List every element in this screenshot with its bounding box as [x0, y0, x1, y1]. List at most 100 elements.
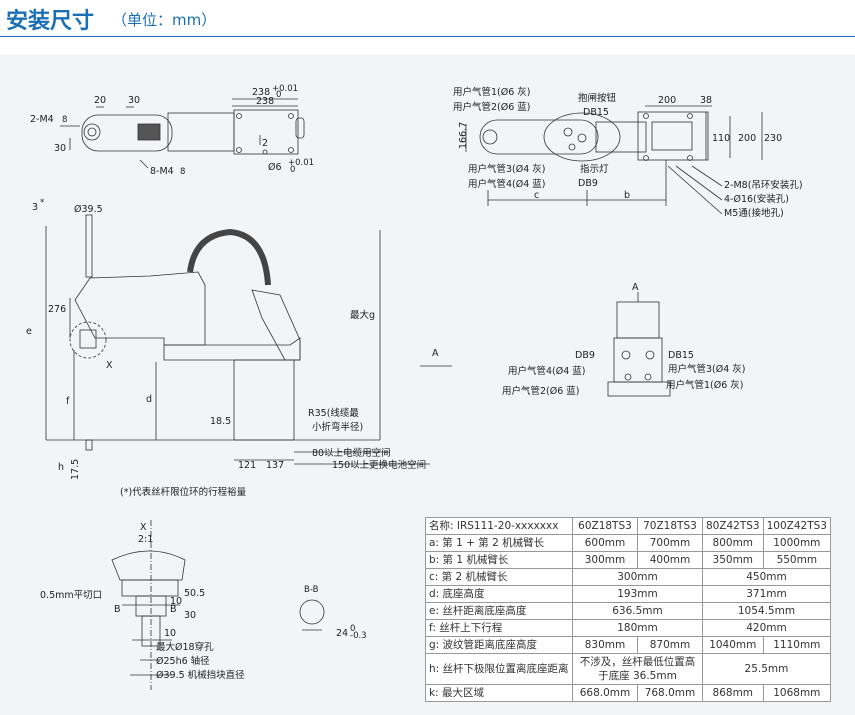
lbl-m5: M5通(接地孔)	[724, 207, 784, 219]
table-row: k: 最大区域 668.0mm 768.0mm 868mm 1068mm	[425, 684, 832, 702]
table-cell: 868mm	[701, 684, 764, 702]
lbl-d25: Ø25h6 轴径	[156, 655, 210, 667]
row-name: g: 波纹管距离底座高度	[425, 636, 573, 654]
header-rule	[0, 36, 855, 37]
lbl-f: f	[66, 396, 70, 407]
lbl-238-tol-low: 0	[276, 90, 281, 100]
table-cell: 550mm	[762, 551, 832, 569]
lbl-a-db15: DB15	[668, 350, 694, 361]
table-cell: 不涉及，丝杆最低位置高于底座 36.5mm	[572, 653, 703, 685]
lbl-c: c	[534, 190, 539, 201]
lbl-pipe2: 用户气管2(Ø6 蓝)	[453, 101, 531, 113]
lbl-a-arrow: A	[432, 348, 439, 359]
lbl-a-db9: DB9	[575, 350, 595, 361]
lbl-276: 276	[48, 304, 66, 315]
table-row: e: 丝杆距离底座高度 636.5mm 1054.5mm	[425, 602, 832, 620]
table-row: c: 第 2 机械臂长 300mm 450mm	[425, 568, 832, 586]
bb-section	[299, 599, 325, 631]
lbl-r35-line1: R35(线缆最	[308, 407, 359, 419]
lbl-238: 238	[256, 96, 274, 107]
lbl-121: 121	[238, 460, 256, 471]
robot-a-view	[607, 292, 671, 397]
lbl-b: b	[624, 190, 630, 201]
lbl-cut: 0.5mm平切口	[40, 590, 102, 601]
page-title: 安装尺寸	[6, 9, 95, 34]
table-header-cell: 60Z18TS3	[572, 517, 638, 535]
table-cell: 25.5mm	[701, 653, 832, 685]
lbl-238-tol-up: +0.01	[272, 84, 298, 94]
table-header-cell: 80Z42TS3	[701, 517, 764, 535]
lbl-166: 166.7	[458, 122, 469, 149]
lbl-max-g: 最大g	[350, 309, 375, 321]
lbl-137: 137	[266, 460, 284, 471]
table-cell: 1110mm	[762, 636, 832, 654]
table-cell: 636.5mm	[572, 602, 703, 620]
lbl-8m4-depth: 8	[180, 167, 185, 177]
row-name: f: 丝杆上下行程	[425, 619, 573, 637]
lbl-2: 2	[262, 138, 268, 149]
lbl-8m4: 8-M4	[150, 166, 174, 177]
lbl-2m8: 2-M8(吊环安装孔)	[724, 179, 803, 191]
table-cell: 350mm	[701, 551, 764, 569]
lbl-d395: Ø39.5	[74, 204, 103, 215]
lbl-db15: DB15	[583, 107, 609, 118]
lbl-110: 110	[712, 133, 730, 144]
lbl-30-x: 30	[184, 610, 196, 621]
lbl-24-tol-low: -0.3	[350, 631, 367, 641]
table-row: b: 第 1 机械臂长 300mm 400mm 350mm 550mm	[425, 551, 832, 569]
lbl-24-tol-up: 0	[350, 624, 355, 634]
lbl-d395-stop: Ø39.5 机械挡块直径	[156, 669, 245, 681]
row-name: k: 最大区域	[425, 684, 573, 702]
table-cell: 1054.5mm	[701, 602, 832, 620]
lbl-20: 20	[94, 95, 106, 106]
lbl-pipe1: 用户气管1(Ø6 灰)	[453, 86, 531, 98]
table-row: a: 第 1 + 第 2 机械臂长 600mm 700mm 800mm 1000…	[425, 534, 832, 552]
table-cell: 1040mm	[701, 636, 764, 654]
lbl-230: 230	[764, 133, 782, 144]
table-cell: 830mm	[572, 636, 638, 654]
row-name: e: 丝杆距离底座高度	[425, 602, 573, 620]
lbl-505: 50.5	[184, 588, 205, 599]
lbl-30-top: 30	[128, 95, 140, 106]
lbl-24: 24	[336, 628, 348, 639]
table-cell: 700mm	[636, 534, 703, 552]
lbl-d: d	[146, 394, 152, 405]
table-cell: 870mm	[636, 636, 703, 654]
lbl-indicator: 指示灯	[580, 163, 609, 175]
lbl-2m4: 2-M4	[30, 114, 54, 125]
lbl-a-pipe1: 用户气管1(Ø6 灰)	[666, 379, 744, 391]
row-name: c: 第 2 机械臂长	[425, 568, 573, 586]
lbl-e: e	[26, 326, 32, 337]
table-cell: 180mm	[572, 619, 703, 637]
lbl-10-top: 10	[170, 596, 182, 607]
robot-top-view	[60, 98, 305, 169]
table-cell: 400mm	[636, 551, 703, 569]
lbl-star: *	[40, 198, 44, 208]
lbl-d6: Ø6	[268, 162, 282, 173]
lbl-10-bot: 10	[164, 628, 176, 639]
table-row: d: 底座高度 193mm 371mm	[425, 585, 832, 603]
lbl-bb: B-B	[304, 585, 319, 595]
table-cell: 420mm	[701, 619, 832, 637]
table-cell: 600mm	[572, 534, 638, 552]
lbl-150-battery: 150以上更换电池空间	[332, 459, 426, 471]
table-cell: 300mm	[572, 568, 703, 586]
row-name: a: 第 1 + 第 2 机械臂长	[425, 534, 573, 552]
table-header-row: 名称: IRS111-20-xxxxxxx 60Z18TS3 70Z18TS3 …	[425, 517, 832, 535]
row-name: h: 丝杆下极限位置离底座距离	[425, 653, 573, 685]
table-cell: 1068mm	[762, 684, 832, 702]
header: 安装尺寸 （单位：mm）	[0, 0, 855, 40]
lbl-pipe3: 用户气管3(Ø4 灰)	[468, 163, 546, 175]
lbl-238-tol: 238	[252, 87, 270, 98]
unit-label: （单位：mm）	[112, 11, 217, 29]
table-row: h: 丝杆下极限位置离底座距离 不涉及，丝杆最低位置高于底座 36.5mm 25…	[425, 653, 832, 685]
table-row: g: 波纹管距离底座高度 830mm 870mm 1040mm 1110mm	[425, 636, 832, 654]
robot-top-view-right	[465, 105, 763, 215]
lbl-b-left: B	[114, 604, 121, 615]
x-detail-view	[111, 520, 186, 690]
lbl-a-pipe2: 用户气管2(Ø6 蓝)	[502, 385, 580, 397]
lbl-db9: DB9	[578, 178, 598, 189]
lbl-d6-tol-up: +0.01	[288, 158, 314, 168]
robot-side-view	[45, 214, 452, 465]
